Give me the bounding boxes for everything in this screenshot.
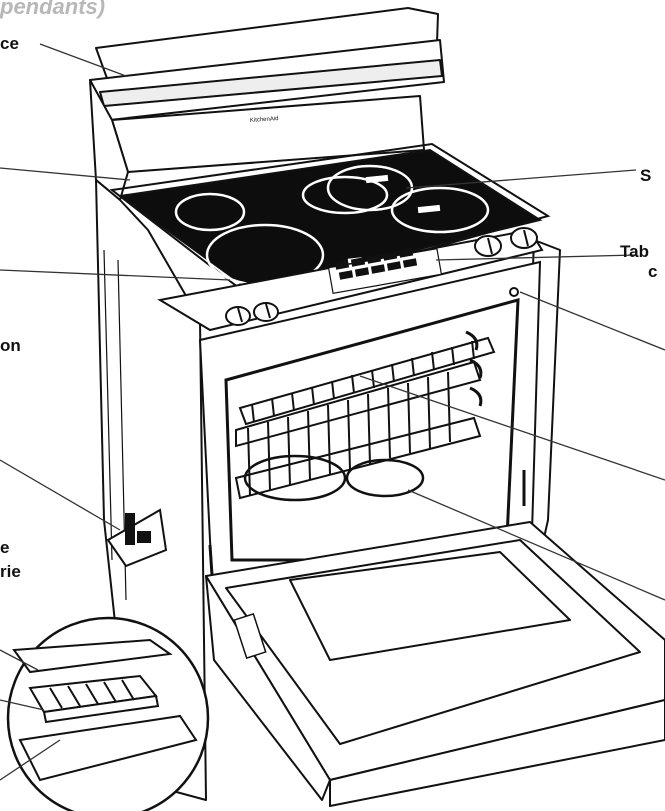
figure-title-fragment: pendants) xyxy=(0,0,105,20)
knob-right-2 xyxy=(511,228,537,248)
label-left-lower-2: rie xyxy=(0,562,21,582)
knob-left-1 xyxy=(226,307,250,325)
label-controls-right-2: c xyxy=(648,262,657,282)
label-surface-right: S xyxy=(640,166,651,186)
oven-door xyxy=(206,522,665,806)
door-sensor xyxy=(510,288,518,296)
knob-left-2 xyxy=(254,303,278,321)
knob-right-1 xyxy=(475,236,501,256)
label-left-mid: on xyxy=(0,336,21,356)
label-top-left: ce xyxy=(0,34,19,54)
label-left-lower-1: e xyxy=(0,538,9,558)
label-controls-right-1: Tab xyxy=(620,242,649,262)
